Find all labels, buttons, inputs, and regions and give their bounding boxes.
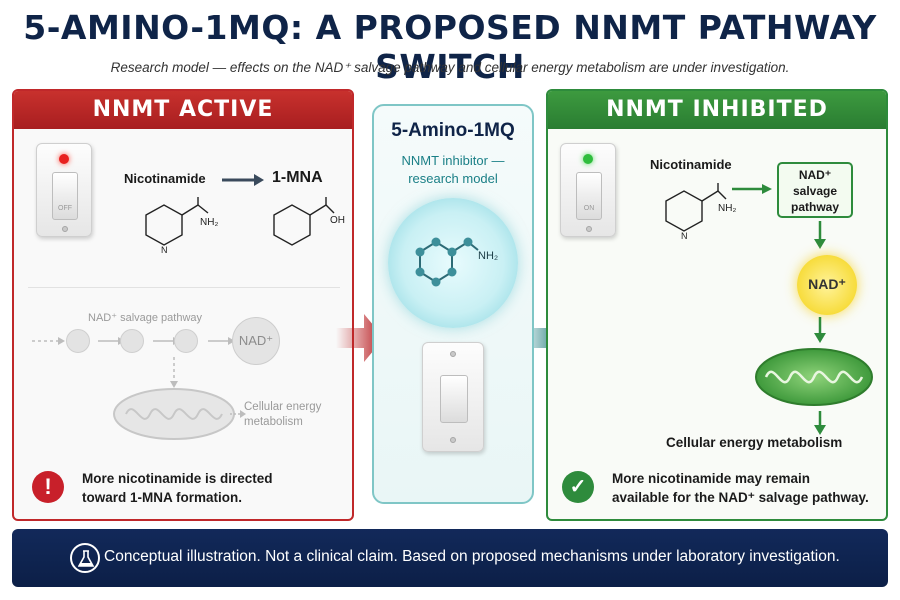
flask-icon — [70, 543, 100, 573]
molecule-nh2-label: NH₂ — [478, 250, 499, 262]
green-down-arrow-icon — [814, 411, 826, 435]
reaction-arrow-icon — [222, 174, 264, 186]
green-right-arrow-icon — [732, 184, 772, 194]
molecule-glow: NH₂ — [388, 198, 518, 328]
energy-metabolism-label-1: Cellular energy — [244, 401, 322, 413]
active-note-line2: toward 1-MNA formation. — [82, 490, 242, 505]
nicotinamide-structure-icon — [665, 183, 727, 232]
pathway-step-circle — [120, 329, 144, 353]
nitrogen-label: N — [681, 231, 688, 241]
salvage-pathway-label: NAD⁺ salvage pathway — [88, 312, 203, 324]
center-switch-icon — [422, 342, 484, 452]
oh-label: OH — [330, 215, 345, 226]
inhibitor-subtitle-line1: NNMT inhibitor — — [401, 153, 505, 168]
switch-state-label: ON — [583, 205, 595, 212]
nad-glow-circle: NAD⁺ — [797, 255, 857, 315]
page-title: 5-AMINO-1MQ: A PROPOSED NNMT PATHWAY SWI… — [23, 8, 877, 86]
green-down-arrow-icon — [814, 221, 826, 249]
nnmt-inhibited-panel: NNMT INHIBITED ON Nicotinamide NH₂ N NAD… — [546, 89, 888, 521]
screw-icon — [450, 351, 456, 357]
salvage-line3: pathway — [790, 200, 839, 214]
faded-down-arrow-icon — [170, 357, 178, 388]
pathway-step-circle — [66, 329, 90, 353]
nnmt-inhibited-heading: NNMT INHIBITED — [548, 91, 886, 129]
energy-metabolism-label-2: metabolism — [244, 416, 303, 428]
salvage-pathway-box: NAD⁺ salvage pathway — [777, 162, 853, 218]
nh2-label: NH₂ — [200, 217, 219, 228]
nicotinamide-label: Nicotinamide — [124, 171, 206, 186]
switch-rocker: ON — [576, 172, 602, 220]
screw-icon — [586, 226, 592, 232]
molecule-icon — [415, 237, 479, 287]
inhibitor-subtitle: NNMT inhibitor — research model — [374, 152, 532, 188]
one-mna-label: 1-MNA — [272, 169, 323, 186]
nicotinamide-structure-icon — [145, 197, 209, 246]
red-led-icon — [59, 154, 69, 164]
nicotinamide-label: Nicotinamide — [650, 157, 732, 172]
salvage-line2: salvage — [792, 184, 838, 198]
inhibited-note-line2: available for the NAD⁺ salvage pathway. — [612, 490, 869, 505]
panel-divider — [28, 287, 340, 288]
switch-rocker — [440, 375, 468, 423]
energy-metabolism-label: Cellular energy metabolism — [666, 435, 843, 450]
faded-mitochondrion-icon — [113, 388, 235, 440]
disclaimer-text: Conceptual illustration. Not a clinical … — [104, 548, 840, 565]
nnmt-active-heading: NNMT ACTIVE — [14, 91, 352, 129]
inhibitor-panel: 5-Amino-1MQ NNMT inhibitor — research mo… — [372, 104, 534, 504]
salvage-line1: NAD⁺ — [798, 168, 832, 182]
inhibitor-subtitle-line2: research model — [408, 171, 498, 186]
nnmt-active-panel: NNMT ACTIVE OFF Nicotinamide 1-MNA NH₂ N… — [12, 89, 354, 521]
on-switch-icon: ON — [560, 143, 616, 237]
screw-icon — [62, 226, 68, 232]
inhibited-note-line1: More nicotinamide may remain — [612, 471, 811, 486]
page-subtitle: Research model — effects on the NAD⁺ sal… — [110, 60, 790, 75]
faded-right-arrow-icon — [230, 410, 246, 418]
alert-icon: ! — [32, 471, 64, 503]
flask-shape — [78, 550, 94, 567]
switch-state-label: OFF — [58, 205, 72, 212]
disclaimer-footer: Conceptual illustration. Not a clinical … — [12, 529, 888, 587]
green-led-icon — [583, 154, 593, 164]
one-mna-structure-icon — [273, 197, 335, 246]
checkmark-icon: ✓ — [562, 471, 594, 503]
screw-icon — [450, 437, 456, 443]
off-switch-icon: OFF — [36, 143, 92, 237]
green-down-arrow-icon — [814, 317, 826, 343]
mitochondrion-icon — [755, 348, 873, 406]
nad-faded-circle: NAD⁺ — [232, 317, 280, 365]
pathway-step-circle — [174, 329, 198, 353]
inhibitor-title: 5-Amino-1MQ — [391, 120, 515, 141]
nh2-label: NH₂ — [718, 203, 737, 214]
active-note-line1: More nicotinamide is directed — [82, 471, 273, 486]
switch-rocker: OFF — [52, 172, 78, 220]
nitrogen-label: N — [161, 245, 168, 255]
